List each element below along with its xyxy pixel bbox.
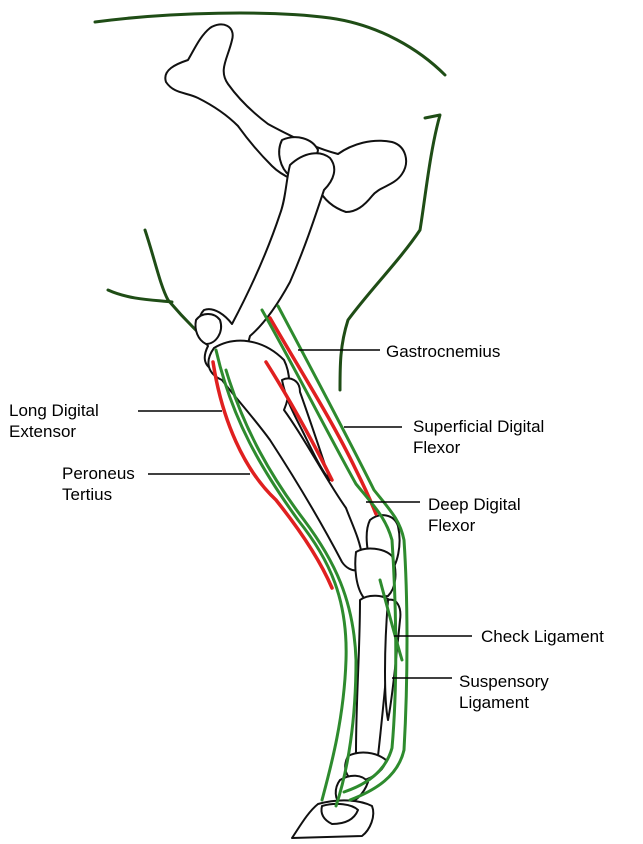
patella-bone <box>195 314 221 344</box>
label-peroneus-tertius: Peroneus Tertius <box>62 463 135 505</box>
label-peroneus-tertius-line1: Peroneus <box>62 463 135 484</box>
label-superficial-digital-flexor-line2: Flexor <box>413 437 544 458</box>
label-deep-digital-flexor-line2: Flexor <box>428 515 521 536</box>
label-superficial-digital-flexor: Superficial Digital Flexor <box>413 416 544 458</box>
femur-bone <box>199 153 334 370</box>
label-suspensory-ligament-line2: Ligament <box>459 692 549 713</box>
label-peroneus-tertius-line2: Tertius <box>62 484 135 505</box>
tarsal-bones <box>355 549 395 598</box>
label-suspensory-ligament-line1: Suspensory <box>459 671 549 692</box>
splint-bone <box>385 600 400 720</box>
flank-outline <box>108 290 172 302</box>
label-long-digital-extensor: Long Digital Extensor <box>9 400 99 442</box>
label-deep-digital-flexor-line1: Deep Digital <box>428 494 521 515</box>
label-superficial-digital-flexor-line1: Superficial Digital <box>413 416 544 437</box>
label-long-digital-extensor-line1: Long Digital <box>9 400 99 421</box>
label-check-ligament: Check Ligament <box>481 626 604 647</box>
back-outline <box>95 13 445 75</box>
label-long-digital-extensor-line2: Extensor <box>9 421 99 442</box>
label-gastrocnemius: Gastrocnemius <box>386 341 500 362</box>
label-suspensory-ligament: Suspensory Ligament <box>459 671 549 713</box>
label-deep-digital-flexor: Deep Digital Flexor <box>428 494 521 536</box>
